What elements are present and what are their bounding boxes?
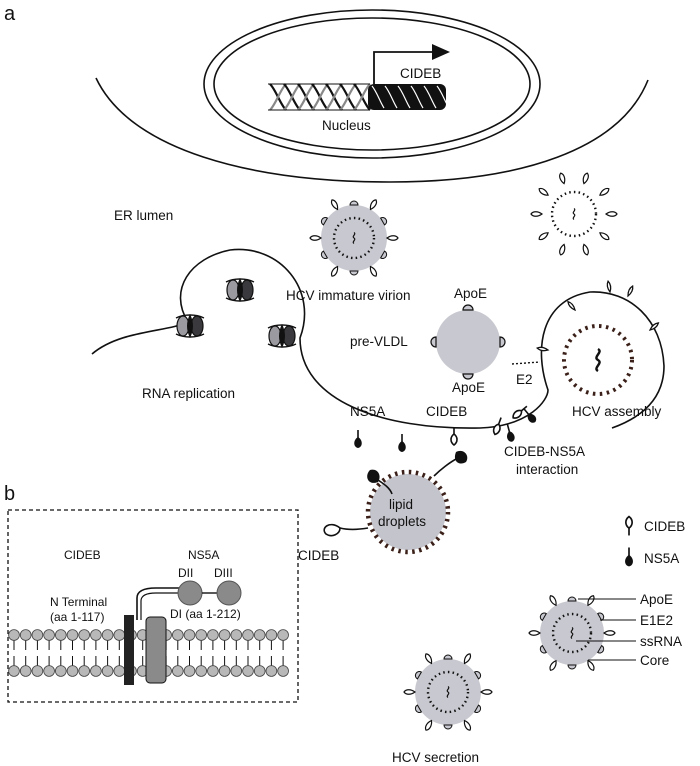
legend-core-label: Core: [640, 653, 669, 668]
droplet-ns5a-icon: [367, 469, 393, 495]
pre-vldl-particle: [430, 304, 506, 380]
hcv-assembly-label: HCV assembly: [572, 404, 662, 419]
replication-complex-icon: [267, 323, 297, 349]
cideb-transmembrane-icon: [124, 615, 134, 685]
droplet-cideb-icon: [323, 523, 369, 537]
e2-spike-icon: [536, 345, 549, 353]
lipid-label-line2: droplets: [378, 514, 426, 529]
lipid-label-line1: lipid: [389, 497, 413, 512]
inset-ns5a-label: NS5A: [188, 548, 219, 562]
legend-e1e2-label: E1E2: [640, 613, 673, 628]
er-lumen-label: ER lumen: [114, 208, 173, 223]
nucleus-label: Nucleus: [322, 118, 371, 133]
inset-panel: [7, 509, 299, 703]
legend-cideb-icon: [625, 515, 633, 537]
ns5a-icon: [519, 405, 539, 426]
er-membrane-lower: [91, 248, 665, 429]
interaction-label-line2: interaction: [516, 462, 578, 477]
e2-label: E2: [516, 372, 533, 387]
inset-cideb-label: CIDEB: [64, 548, 101, 562]
legend-ssrna-label: ssRNA: [640, 634, 682, 649]
inset-n-terminal-label: N Terminal: [50, 595, 107, 609]
e2-spike-icon: [566, 299, 577, 312]
interaction-label-line1: CIDEB-NS5A: [504, 444, 585, 459]
panel-a-label: a: [4, 3, 16, 25]
inset-di-label: DI (aa 1-212): [170, 607, 241, 621]
nucleus: [203, 9, 541, 159]
cideb-droplet-label: CIDEB: [298, 548, 339, 563]
ns5a-label: NS5A: [350, 404, 385, 419]
inset-n-terminal-range: (aa 1-117): [50, 610, 104, 624]
replication-complex-icon: [175, 313, 205, 339]
e2-connector: [511, 361, 541, 365]
inset-diii-label: DIII: [214, 566, 233, 580]
pre-vldl-label: pre-VLDL: [350, 334, 408, 349]
ns5a-icon: [397, 433, 407, 453]
legend-callout-lines: [576, 598, 636, 661]
droplet-ns5a-icon: [433, 450, 468, 477]
legend-ns5a-label: NS5A: [644, 551, 679, 566]
rna-replication-label: RNA replication: [142, 386, 235, 401]
e2-spike-icon: [605, 280, 613, 293]
hcv-assembling-virion: [562, 324, 634, 396]
er-membrane-outer: [95, 77, 649, 183]
dna-helix: [268, 83, 450, 111]
replication-complex-icon: [225, 277, 255, 303]
dii-domain-icon: [177, 580, 203, 606]
legend-cideb-label: CIDEB: [644, 519, 685, 534]
legend-virion: [528, 595, 616, 671]
legend-apoe-label: ApoE: [640, 592, 673, 607]
cideb-icon: [450, 426, 458, 446]
lipid-droplet: [365, 469, 451, 555]
apoe-bottom-label: ApoE: [452, 380, 485, 395]
hcv-secreted-virion: [403, 653, 493, 731]
ns5a-icon: [353, 429, 363, 449]
hcv-immature-virion: [309, 199, 399, 277]
hcv-secretion-label: HCV secretion: [392, 750, 479, 765]
legend-ns5a-icon: [624, 546, 634, 568]
ns5a-anchor-icon: [145, 616, 167, 684]
cideb-membrane-label: CIDEB: [426, 404, 467, 419]
ns5a-linker: [136, 587, 180, 620]
e2-spike-icon: [625, 284, 635, 298]
diii-domain-icon: [216, 580, 242, 606]
panel-b-label: b: [4, 483, 15, 505]
inset-dii-label: DII: [178, 566, 193, 580]
apoe-top-label: ApoE: [454, 286, 487, 301]
immature-virion-label: HCV immature virion: [286, 288, 411, 303]
cideb-gene-label: CIDEB: [400, 66, 441, 81]
hcv-mature-virion: [530, 172, 618, 256]
transcription-arrow-icon: [373, 44, 450, 84]
ns5a-icon: [502, 422, 517, 444]
